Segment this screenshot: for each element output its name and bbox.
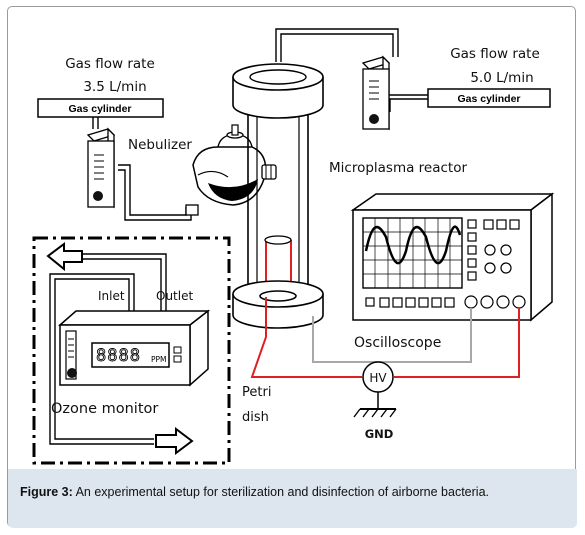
flowmeter-left [86, 127, 116, 209]
gas-cylinder-right-label: Gas cylinder [457, 93, 520, 105]
figure-frame: Gas cylinder Gas cylinder [7, 6, 577, 528]
experimental-setup-diagram: Gas cylinder Gas cylinder [32, 28, 555, 465]
nebulizer [185, 124, 277, 216]
ozone-unit-label: PPM [151, 355, 167, 364]
figure-caption: Figure 3: An experimental setup for ster… [20, 484, 566, 501]
ozone-tubing [49, 253, 167, 445]
microplasma-reactor-label: Microplasma reactor [329, 160, 467, 176]
oscilloscope-label: Oscilloscope [354, 335, 441, 351]
ozone-monitor: 8888 PPM [58, 309, 211, 387]
outlet-label: Outlet [156, 289, 193, 303]
inflow-arrow-icon [155, 427, 194, 455]
petri-dish-label-line2: dish [242, 410, 269, 425]
ozone-monitor-boundary [32, 236, 231, 465]
hv-source: HV [353, 361, 397, 418]
gas-cylinder-left-label: Gas cylinder [68, 103, 131, 115]
oscilloscope-waveform [364, 225, 462, 265]
oscilloscope [350, 192, 555, 322]
nebulizer-label: Nebulizer [128, 137, 192, 153]
caption-figure-label: Figure 3: [20, 485, 73, 499]
gas-cylinder-right [427, 88, 551, 108]
gas-flow-rate-left-value: 3.5 L/min [83, 79, 146, 95]
inlet-label: Inlet [98, 289, 125, 303]
ozone-monitor-label: Ozone monitor [51, 401, 158, 417]
caption-area: Figure 3: An experimental setup for ster… [8, 469, 577, 528]
gas-flow-rate-right-label: Gas flow rate [450, 46, 540, 62]
hv-label: HV [369, 371, 387, 385]
hv-wire [250, 297, 520, 378]
outflow-arrow-icon [46, 242, 83, 272]
petri-dish-label-line1: Petri [242, 385, 271, 400]
gas-cylinder-left [37, 98, 164, 118]
gas-flow-rate-right-value: 5.0 L/min [470, 70, 533, 86]
ozone-display-digits: 8888 [96, 346, 141, 366]
caption-text: An experimental setup for sterilization … [72, 485, 490, 499]
gnd-label: GND [365, 427, 394, 441]
ozone-display [91, 342, 170, 368]
gas-flow-rate-left-label: Gas flow rate [65, 56, 155, 72]
microplasma-reactor [232, 63, 324, 329]
signal-wire [312, 308, 472, 363]
flowmeter-right [361, 55, 391, 131]
